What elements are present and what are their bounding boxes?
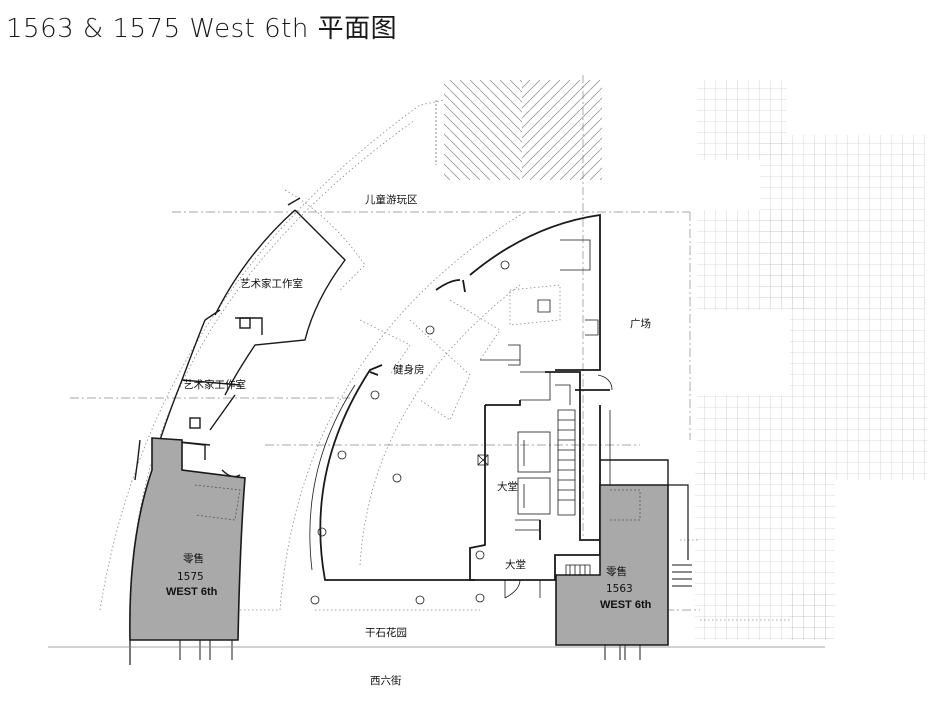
- retail-1563: [555, 459, 692, 660]
- artist-studios: [159, 197, 346, 478]
- gym-columns: [310, 260, 510, 605]
- label-retail-1575-type: 零售: [183, 552, 204, 565]
- label-children-play-area: 儿童游玩区: [365, 193, 418, 206]
- label-artist-studio-2: 艺术家工作室: [183, 378, 246, 391]
- label-lobby-1: 大堂: [497, 480, 518, 493]
- room-labels: 儿童游玩区 艺术家工作室 艺术家工作室 健身房 广场 大堂 大堂 零售 1575…: [166, 193, 652, 687]
- label-retail-1575-number: 1575: [177, 571, 204, 583]
- label-lobby-2: 大堂: [505, 558, 526, 571]
- label-street: 西六街: [370, 674, 402, 687]
- gym-building: [319, 213, 601, 581]
- retail-1575: [129, 437, 246, 665]
- label-dry-rock-garden: 干石花园: [365, 626, 407, 639]
- label-artist-studio-1: 艺术家工作室: [240, 277, 303, 290]
- label-retail-1563-number: 1563: [606, 583, 633, 595]
- label-plaza: 广场: [630, 317, 651, 330]
- label-retail-1563-type: 零售: [606, 565, 627, 578]
- label-gym: 健身房: [393, 363, 425, 376]
- label-retail-1575-street: WEST 6th: [166, 586, 218, 598]
- lobby-core: [469, 371, 610, 581]
- paving-grid: [695, 80, 927, 640]
- page-title: 1563 & 1575 West 6th 平面图: [6, 14, 398, 44]
- lobby-interior: [477, 374, 613, 599]
- gym-interior: [309, 239, 599, 571]
- label-retail-1563-street: WEST 6th: [600, 599, 652, 611]
- hatched-landscape: [435, 75, 602, 540]
